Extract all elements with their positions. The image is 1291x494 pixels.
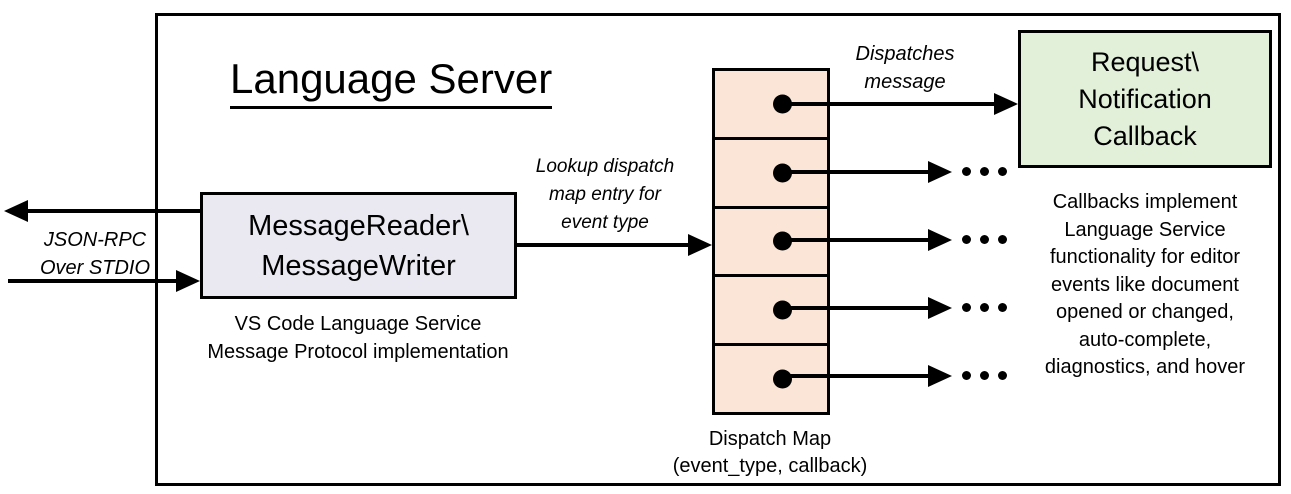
dispatch-map-cell (715, 277, 827, 347)
stdio-label-line1: JSON-RPC (43, 229, 147, 251)
dispatch-arrowhead-icon (928, 161, 952, 183)
dispatch-arrow-line (785, 102, 994, 106)
dispatch-arrow-line (785, 306, 928, 310)
ellipsis-icon (962, 235, 1007, 244)
callbacks-note-line: Language Service (1064, 218, 1226, 241)
dispatch-entry-dot-icon (773, 163, 792, 183)
message-reader-writer-box: MessageReader\ MessageWriter (200, 192, 517, 299)
lookup-label-line2: map entry for (549, 184, 661, 205)
ellipsis-icon (962, 167, 1007, 176)
lookup-arrow-line (517, 243, 690, 247)
dispatch-map-caption-line1: Dispatch Map (708, 428, 832, 450)
dispatch-entry-dot-icon (773, 94, 792, 114)
dispatch-map-cell (715, 346, 827, 412)
callback-box-line1: Request\ (1090, 46, 1200, 77)
message-writer-line: MessageWriter (261, 249, 456, 282)
dispatch-map-cell (715, 71, 827, 140)
message-reader-line: MessageReader\ (248, 209, 469, 242)
dispatch-arrow-line (785, 238, 928, 242)
stdio-label: JSON-RPC Over STDIO (16, 226, 174, 282)
lookup-label: Lookup dispatch map entry for event type (512, 153, 698, 237)
stdio-in-arrow-line (8, 279, 176, 283)
message-reader-caption-line1: VS Code Language Service (234, 313, 482, 335)
stdio-out-arrowhead-icon (4, 200, 28, 222)
dispatches-label-line2: message (864, 71, 946, 93)
stdio-out-arrow-line (26, 209, 202, 213)
dispatch-arrowhead-icon (928, 297, 952, 319)
message-reader-caption-line2: Message Protocol implementation (207, 341, 509, 363)
callbacks-note-line: Callbacks implement (1052, 191, 1238, 213)
dispatch-arrowhead-icon (928, 229, 952, 251)
callback-box-line2: Notification (1078, 83, 1212, 114)
dispatch-arrow-line (785, 170, 928, 174)
dispatch-map-caption-line2: (event_type, callback) (672, 455, 868, 477)
dispatch-arrowhead-icon (994, 93, 1018, 115)
callbacks-note-line: functionality for editor (1049, 246, 1241, 268)
dispatch-entry-dot-icon (773, 231, 792, 251)
callbacks-note-line: events like document (1051, 273, 1239, 296)
lookup-label-line3: event type (561, 212, 649, 233)
ellipsis-icon (962, 303, 1007, 312)
diagram-title: Language Server (230, 55, 553, 109)
callbacks-note-line: opened or changed, (1056, 301, 1234, 323)
ellipsis-icon (962, 371, 1007, 380)
dispatch-entry-dot-icon (773, 300, 792, 320)
dispatches-label: Dispatches message (836, 40, 974, 96)
callback-box-line3: Callback (1093, 120, 1197, 151)
stdio-label-line2: Over STDIO (39, 257, 150, 279)
message-reader-caption: VS Code Language Service Message Protoco… (168, 310, 548, 366)
stdio-in-arrowhead-icon (176, 270, 200, 292)
callbacks-note-line: auto-complete, (1078, 328, 1212, 351)
dispatch-arrowhead-icon (928, 365, 952, 387)
callbacks-note: Callbacks implement Language Service fun… (1012, 189, 1278, 382)
dispatch-map-cell (715, 209, 827, 278)
dispatch-map-cell (715, 140, 827, 209)
callback-box: Request\ Notification Callback (1018, 30, 1272, 168)
lookup-arrowhead-icon (688, 234, 712, 256)
dispatches-label-line1: Dispatches (855, 43, 955, 65)
dispatch-map (712, 68, 830, 415)
dispatch-entry-dot-icon (773, 369, 792, 389)
dispatch-map-caption: Dispatch Map (event_type, callback) (650, 426, 890, 480)
lookup-label-line1: Lookup dispatch (535, 156, 675, 177)
callbacks-note-line: diagnostics, and hover (1044, 356, 1246, 378)
dispatch-arrow-line (785, 374, 928, 378)
